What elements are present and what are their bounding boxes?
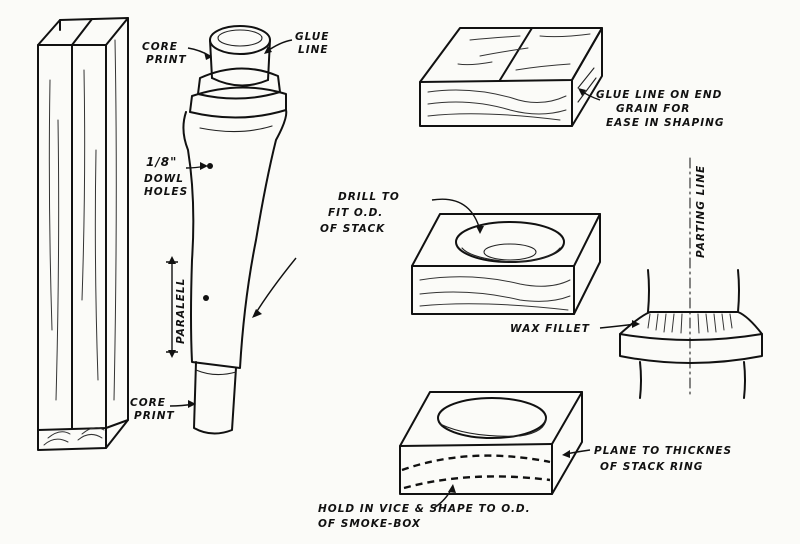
ring-block [399,391,583,495]
drilled-block [411,213,601,315]
wax-fillet-detail [619,157,763,399]
svg-text:OF SMOKE-BOX: OF SMOKE-BOX [318,518,421,530]
stack-pattern [182,25,288,435]
label-hold-in-vice: HOLD IN VICE & SHAPE TO O.D. OF SMOKE-BO… [318,503,531,530]
label-drill-to-fit: DRILL TO FIT O.D. OF STACK [320,191,400,235]
label-glue-line: GLUE LINE [295,31,329,56]
svg-text:HOLES: HOLES [144,186,188,198]
laminated-board [37,17,129,451]
svg-text:GLUE LINE ON END: GLUE LINE ON END [596,89,722,101]
svg-text:CORE: CORE [130,397,166,409]
svg-text:HOLD IN VICE & SHAPE TO O.D.: HOLD IN VICE & SHAPE TO O.D. [318,503,531,515]
svg-text:EASE IN SHAPING: EASE IN SHAPING [606,117,725,129]
svg-text:FIT O.D.: FIT O.D. [328,207,383,219]
label-parting-line: PARTING LINE [695,165,707,258]
label-wax-fillet: WAX FILLET [510,323,590,335]
svg-text:PRINT: PRINT [146,54,187,66]
svg-text:LINE: LINE [298,44,329,56]
svg-text:1/8": 1/8" [146,155,177,169]
svg-text:PLANE TO THICKNES: PLANE TO THICKNES [594,445,732,457]
label-plane-to-thickness: PLANE TO THICKNES OF STACK RING [594,445,732,473]
svg-text:PRINT: PRINT [134,410,175,422]
glued-block [419,27,603,127]
svg-text:OF STACK RING: OF STACK RING [600,461,703,473]
svg-text:GRAIN FOR: GRAIN FOR [616,103,690,115]
paralell-dimension [166,256,178,358]
svg-text:DOWL: DOWL [144,173,184,185]
annotation-arrows [169,39,640,509]
label-core-print-top: CORE PRINT [142,41,187,66]
svg-text:CORE: CORE [142,41,178,53]
svg-text:DRILL TO: DRILL TO [338,191,400,203]
label-paralell: PARALELL [175,278,187,344]
label-core-print-bottom: CORE PRINT [130,397,175,422]
svg-text:OF STACK: OF STACK [320,223,385,235]
label-dowl-holes: 1/8" DOWL HOLES [144,155,188,198]
label-glue-line-end-grain: GLUE LINE ON END GRAIN FOR EASE IN SHAPI… [596,89,725,129]
svg-text:GLUE: GLUE [295,31,329,43]
